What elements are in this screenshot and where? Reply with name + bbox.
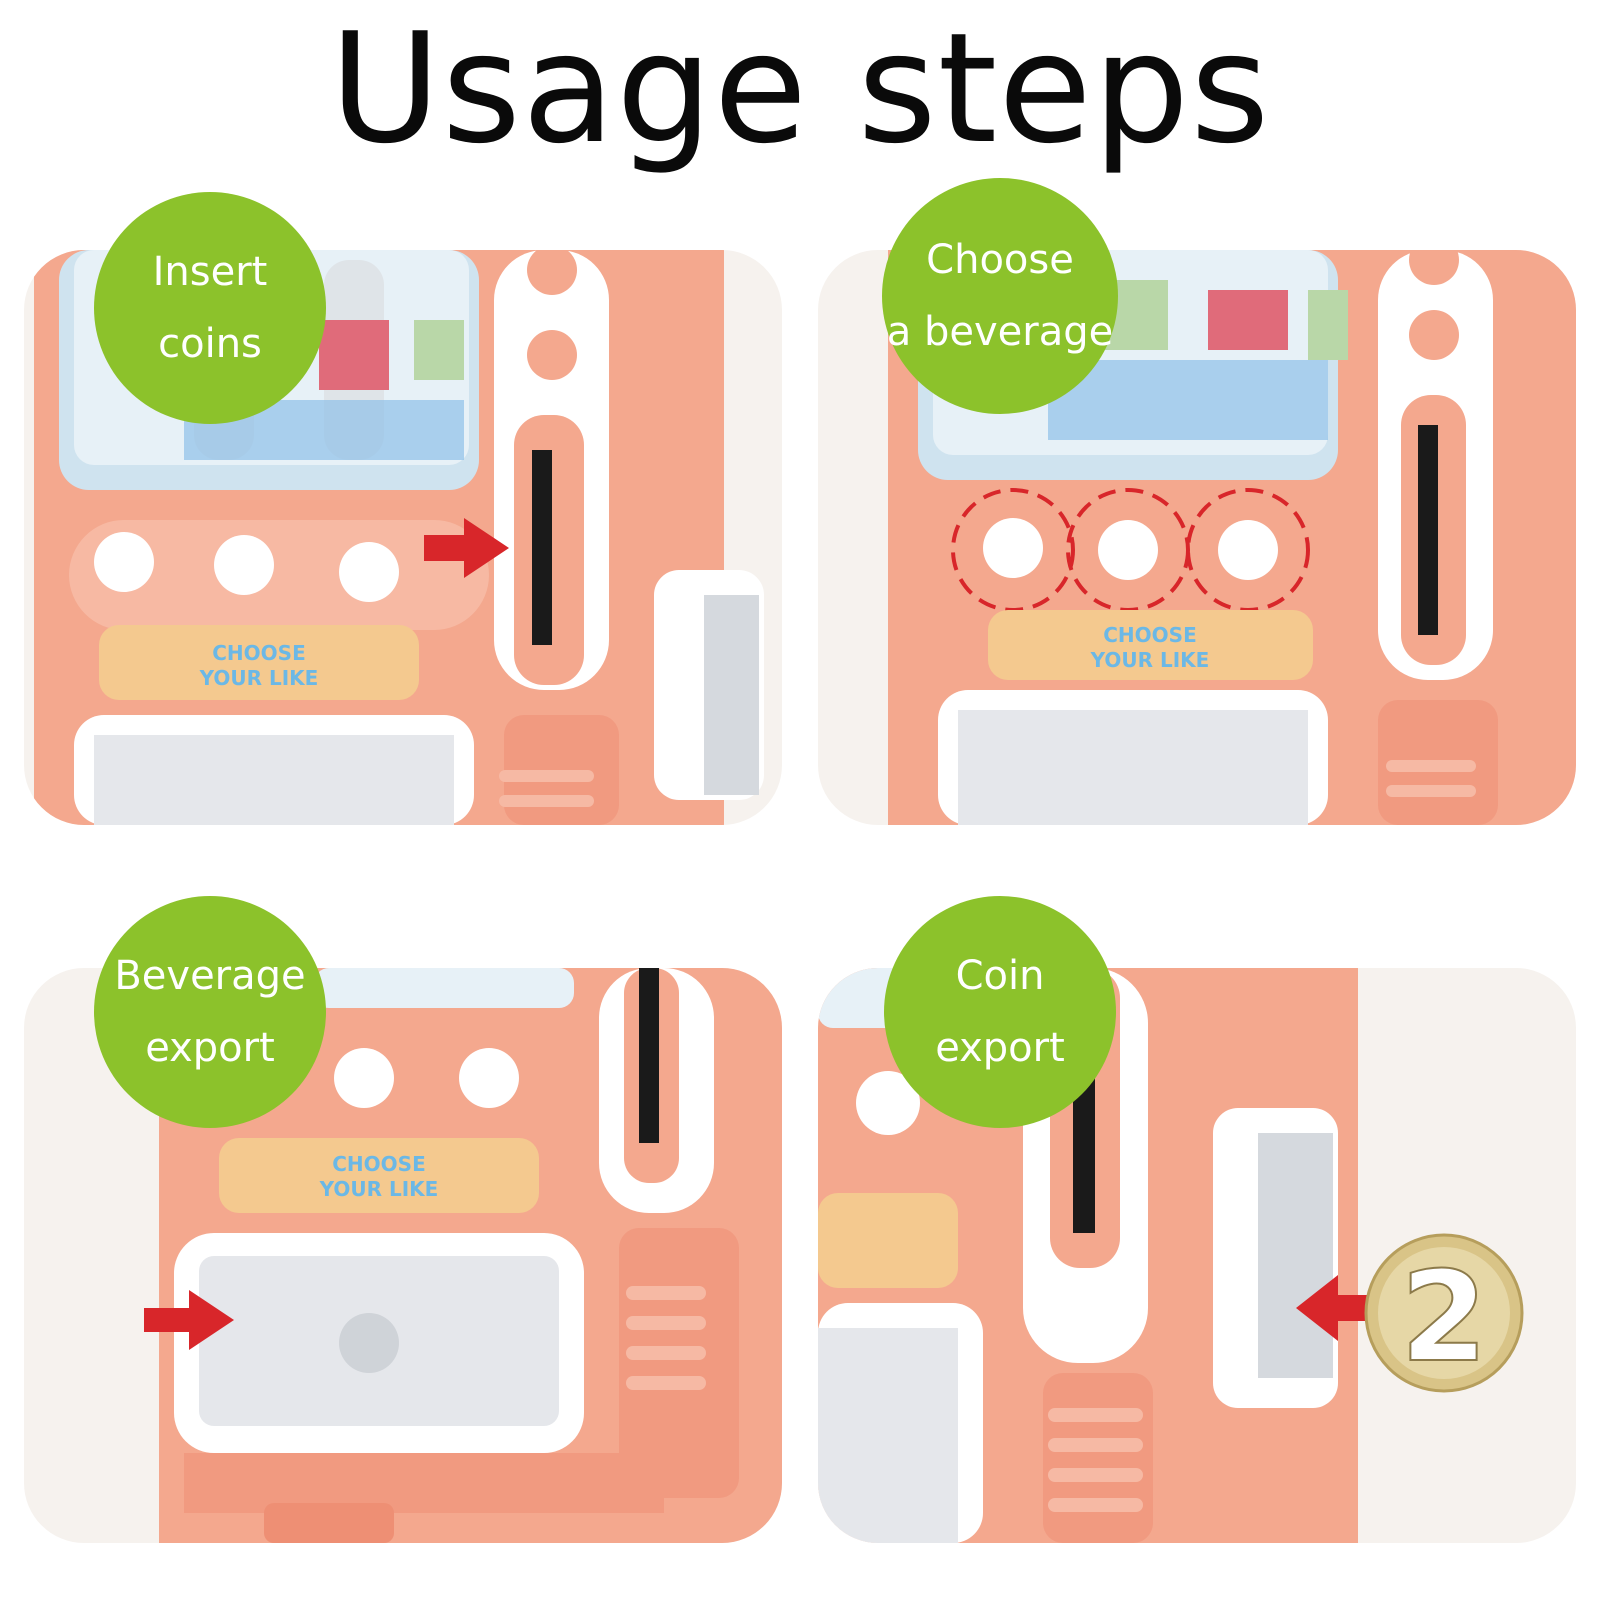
vending-machine-illustration: CHOOSE YOUR LIKE (34, 250, 764, 825)
step-bubble-choose-beverage: Choose a beverage (882, 178, 1118, 414)
sticker-line2: YOUR LIKE (1090, 648, 1210, 672)
step-label-line2: export (145, 1025, 275, 1071)
step-label-line1: Choose (926, 237, 1074, 283)
step-choose-beverage-panel: CHOOSE YOUR LIKE (818, 250, 1576, 825)
step-insert-coins-panel: CHOOSE YOUR LIKE (24, 250, 782, 825)
select-button-2 (214, 535, 274, 595)
sticker-line2: YOUR LIKE (199, 666, 319, 690)
step-label-line2: a beverage (886, 309, 1114, 355)
select-button-2 (1098, 520, 1158, 580)
coin-return-slot (1258, 1133, 1333, 1378)
arrow-icon (144, 1290, 234, 1350)
step-bubble-beverage-export: Beverage export (94, 896, 326, 1128)
coin-value: 2 (1401, 1245, 1488, 1390)
select-button-3 (459, 1048, 519, 1108)
sticker-line1: CHOOSE (212, 641, 306, 665)
arrow-icon (424, 518, 509, 578)
step-label-line1: Coin (955, 953, 1045, 999)
step-label-line1: Insert (152, 249, 268, 295)
page-title: Usage steps (329, 0, 1271, 177)
select-button-1 (94, 532, 154, 592)
select-button-1 (983, 518, 1043, 578)
vending-machine-illustration: CHOOSE YOUR LIKE (888, 250, 1576, 825)
step-beverage-export-panel: CHOOSE YOUR LIKE (24, 968, 782, 1543)
select-button-3 (856, 1071, 920, 1135)
sticker-line2: YOUR LIKE (319, 1177, 439, 1201)
step-bubble-coin-export: Coin export (884, 896, 1116, 1128)
select-button-3 (339, 542, 399, 602)
step-label-line2: coins (158, 321, 262, 367)
arrow-icon (1296, 1275, 1386, 1341)
select-button-3 (1218, 520, 1278, 580)
step-label-line2: export (935, 1025, 1065, 1071)
sticker-line1: CHOOSE (332, 1152, 426, 1176)
step-label-line1: Beverage (114, 953, 306, 999)
select-button-2 (334, 1048, 394, 1108)
sticker-line1: CHOOSE (1103, 623, 1197, 647)
step-bubble-insert-coins: Insert coins (94, 192, 326, 424)
vending-machine-illustration: CHOOSE YOUR LIKE (144, 968, 782, 1543)
